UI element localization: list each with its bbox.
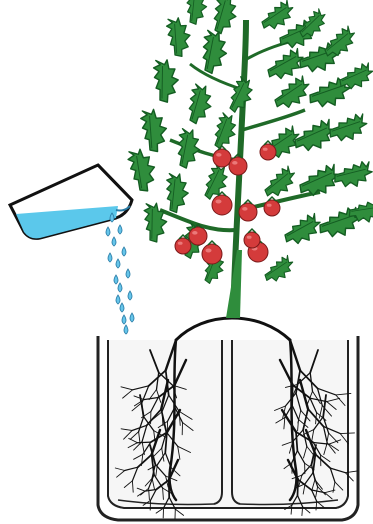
tomato — [239, 200, 257, 221]
water-drop-icon — [106, 227, 110, 236]
leaf-icon — [132, 198, 176, 244]
tomato — [212, 192, 232, 215]
leaf-icon — [128, 104, 177, 155]
water-drop-icon — [130, 313, 134, 322]
leaf-icon — [140, 54, 188, 105]
leaf-icon — [225, 75, 256, 113]
leaf-icon — [283, 206, 324, 252]
leaf-icon — [179, 81, 218, 126]
leaf-icon — [317, 196, 365, 247]
leaf-icon — [200, 162, 231, 200]
leaf-icon — [324, 22, 357, 61]
water-drop-icon — [118, 283, 122, 292]
leaf-icon — [264, 162, 297, 201]
watering-glass — [10, 165, 132, 238]
water-drop-icon — [122, 315, 126, 324]
water-drop-icon — [126, 269, 130, 278]
tomato — [229, 154, 247, 175]
water-drop-icon — [120, 303, 124, 312]
water-drop-icon — [122, 247, 126, 256]
leaf-icon — [331, 151, 373, 197]
leaf-icon — [167, 124, 208, 170]
tomato — [202, 241, 222, 264]
leaf-icon — [204, 0, 243, 35]
water-drop-icon — [116, 295, 120, 304]
root-segment — [137, 442, 150, 443]
water-drops — [106, 213, 134, 334]
water-drop-icon — [124, 325, 128, 334]
branch-right-mid — [242, 110, 305, 130]
water-drop-icon — [112, 237, 116, 246]
water-drop-icon — [118, 225, 122, 234]
leaf-icon — [176, 0, 215, 26]
leaf-icon — [327, 104, 371, 150]
leaf-icon — [207, 111, 240, 150]
tomato — [244, 229, 260, 248]
leaf-icon — [154, 169, 197, 215]
root-segment — [175, 509, 183, 515]
leaf-icon — [263, 250, 295, 286]
tomato — [213, 146, 231, 167]
pot — [98, 336, 358, 520]
water-drop-icon — [108, 253, 112, 262]
root-crown — [176, 318, 290, 340]
water-drop-icon — [114, 275, 118, 284]
water-drop-icon — [116, 259, 120, 268]
water-drop-icon — [128, 291, 132, 300]
